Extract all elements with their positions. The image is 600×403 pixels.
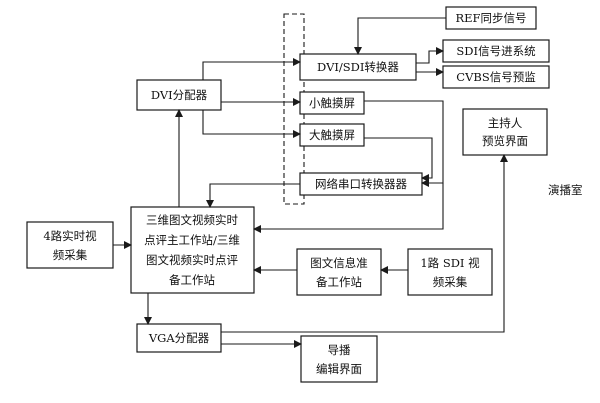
svg-text:VGA分配器: VGA分配器 — [148, 331, 210, 345]
node-sdi-to-system: SDI信号进系统 — [442, 39, 550, 63]
svg-text:小触摸屏: 小触摸屏 — [309, 96, 355, 110]
svg-text:导播: 导播 — [328, 343, 351, 357]
edge-vga-to-host-preview — [221, 154, 508, 333]
node-small-touchscreen: 小触摸屏 — [299, 91, 365, 115]
svg-text:4路实时视: 4路实时视 — [43, 229, 97, 243]
edge-small-touch-to-network — [364, 100, 444, 187]
svg-text:备工作站: 备工作站 — [169, 273, 215, 287]
node-main-workstation: 三维图文视频实时 点评主工作站/三维 图文视频实时点评 备工作站 — [130, 206, 255, 294]
svg-text:频采集: 频采集 — [53, 248, 88, 262]
label-studio: 演播室 — [548, 183, 583, 197]
svg-text:编辑界面: 编辑界面 — [316, 362, 362, 376]
node-dvi-splitter: DVI分配器 — [136, 79, 222, 111]
svg-text:图文视频实时点评: 图文视频实时点评 — [146, 253, 238, 267]
node-large-touchscreen: 大触摸屏 — [299, 123, 365, 147]
node-director-ui: 导播 编辑界面 — [300, 335, 378, 383]
node-dvi-sdi-converter: DVI/SDI转换器 — [299, 53, 417, 81]
svg-text:备工作站: 备工作站 — [316, 275, 362, 289]
svg-text:频采集: 频采集 — [433, 275, 468, 289]
svg-text:大触摸屏: 大触摸屏 — [309, 128, 355, 142]
svg-text:网络串口转换器器: 网络串口转换器器 — [315, 177, 407, 191]
node-graphics-prep-workstation: 图文信息准 备工作站 — [296, 248, 382, 296]
edge-ref-to-converter — [354, 17, 446, 55]
node-4ch-capture: 4路实时视 频采集 — [26, 221, 114, 269]
node-ref-sync: REF同步信号 — [445, 6, 537, 30]
svg-text:1路 SDI 视: 1路 SDI 视 — [420, 256, 480, 270]
svg-text:图文信息准: 图文信息准 — [310, 256, 368, 270]
svg-text:REF同步信号: REF同步信号 — [455, 11, 526, 25]
svg-text:CVBS信号预监: CVBS信号预监 — [456, 70, 535, 84]
node-vga-splitter: VGA分配器 — [136, 323, 222, 353]
node-host-preview: 主持人 预览界面 — [462, 108, 548, 156]
node-cvbs-preview: CVBS信号预监 — [442, 65, 550, 89]
edge-network-to-workstation — [206, 183, 300, 208]
edge-converter-to-sdi-system — [416, 47, 444, 64]
svg-text:DVI分配器: DVI分配器 — [151, 88, 208, 102]
node-1ch-sdi-capture: 1路 SDI 视 频采集 — [407, 248, 493, 296]
svg-text:预览界面: 预览界面 — [482, 134, 528, 148]
edge-splitter-to-converter — [202, 58, 301, 80]
svg-text:SDI信号进系统: SDI信号进系统 — [456, 44, 536, 58]
svg-text:主持人: 主持人 — [488, 116, 523, 130]
edge-splitter-to-large-touch — [202, 110, 301, 138]
svg-text:DVI/SDI转换器: DVI/SDI转换器 — [317, 60, 399, 74]
edge-large-touch-to-network — [364, 137, 433, 182]
svg-text:点评主工作站/三维: 点评主工作站/三维 — [144, 233, 240, 247]
svg-text:三维图文视频实时: 三维图文视频实时 — [146, 213, 238, 227]
edge-right-bus-to-workstation — [253, 183, 444, 233]
node-network-serial-converter: 网络串口转换器器 — [299, 172, 423, 196]
